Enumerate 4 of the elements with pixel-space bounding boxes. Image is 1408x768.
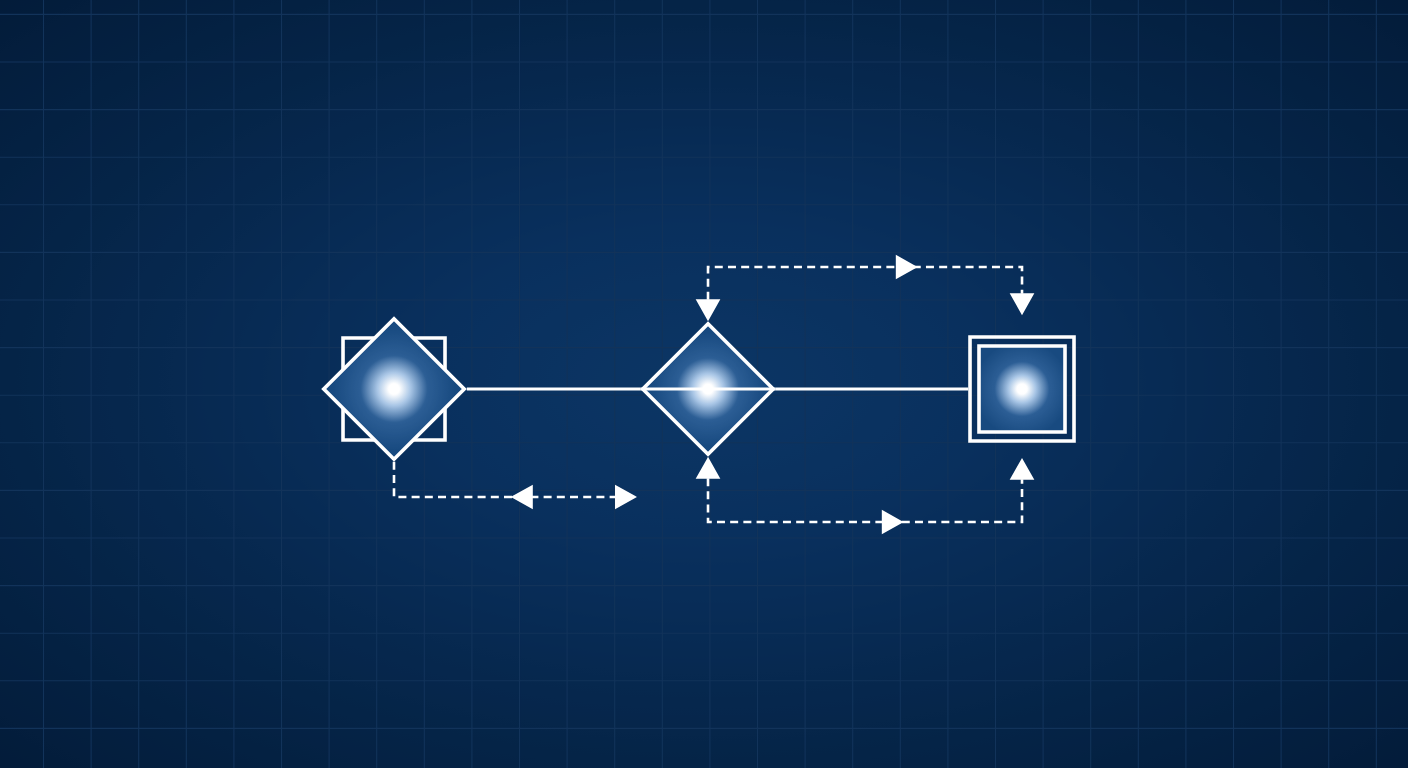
connector-line — [775, 387, 969, 391]
double-square — [968, 335, 1076, 443]
split-diamond — [640, 321, 776, 457]
connector-line — [466, 387, 641, 391]
